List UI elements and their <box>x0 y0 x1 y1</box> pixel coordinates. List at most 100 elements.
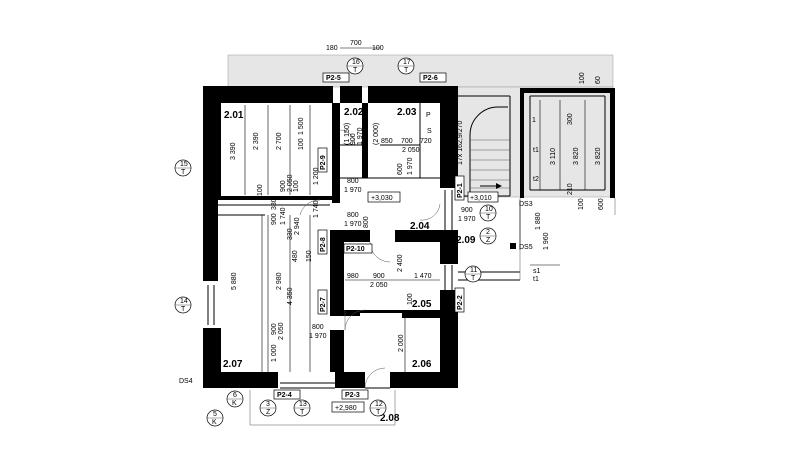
svg-text:800: 800 <box>347 178 359 185</box>
svg-text:11: 11 <box>470 267 477 274</box>
svg-text:720: 720 <box>420 138 432 145</box>
svg-text:3 820: 3 820 <box>573 147 580 165</box>
svg-text:17: 17 <box>403 59 411 66</box>
label-t2: t2 <box>533 176 539 183</box>
svg-text:2 050: 2 050 <box>287 174 294 192</box>
stair <box>469 106 510 196</box>
bubble-11: 11T <box>464 265 482 283</box>
svg-text:600: 600 <box>397 163 404 175</box>
svg-text:800: 800 <box>312 324 324 331</box>
svg-text:1 470: 1 470 <box>414 273 432 280</box>
partition-p2-5: P2-5 <box>326 75 341 82</box>
partition-p2-7: P2-7 <box>320 297 327 312</box>
svg-text:2: 2 <box>486 229 490 236</box>
bubble-15: 15T <box>174 159 192 177</box>
label-ds5: DS5 <box>519 244 533 251</box>
level-marks: +3,030 +3,010 +2,980 <box>331 191 499 413</box>
level-3010: +3,010 <box>470 195 492 202</box>
partition-p2-9: P2-9 <box>320 155 327 170</box>
door-swings <box>299 129 441 389</box>
svg-text:900: 900 <box>280 180 287 192</box>
svg-text:T: T <box>181 306 186 313</box>
svg-text:100: 100 <box>293 180 300 192</box>
svg-text:900: 900 <box>461 207 473 214</box>
svg-text:(2 000): (2 000) <box>373 123 380 145</box>
svg-text:T: T <box>181 169 186 176</box>
svg-text:T: T <box>300 409 305 416</box>
svg-text:T: T <box>376 409 381 416</box>
svg-text:T: T <box>404 67 409 74</box>
svg-text:330: 330 <box>287 228 294 240</box>
svg-text:900: 900 <box>373 273 385 280</box>
svg-text:330: 330 <box>271 198 278 210</box>
svg-text:4 350: 4 350 <box>287 287 294 305</box>
label-t1-bottom: t1 <box>533 276 539 283</box>
svg-text:850: 850 <box>381 138 393 145</box>
svg-text:1 740: 1 740 <box>313 200 320 218</box>
room-2-08: 2.08 <box>380 413 400 424</box>
partition-p2-4: P2-4 <box>277 392 292 399</box>
svg-text:1 740: 1 740 <box>280 207 287 225</box>
svg-text:14: 14 <box>180 298 188 305</box>
svg-text:100: 100 <box>579 72 586 84</box>
bubble-16: 16T <box>346 57 364 75</box>
svg-text:100: 100 <box>578 198 585 210</box>
svg-text:1 880: 1 880 <box>535 212 542 230</box>
svg-text:2 390: 2 390 <box>253 132 260 150</box>
partition-tags: P2-5 P2-6 P2-9 P2-1 P2-8 P2-10 P2-7 P2-2… <box>273 72 465 400</box>
bubble-10: 10T <box>479 204 497 222</box>
svg-text:180: 180 <box>326 45 338 52</box>
label-ds4: DS4 <box>179 378 193 385</box>
bubble-14: 14T <box>174 296 192 314</box>
svg-text:3 820: 3 820 <box>595 147 602 165</box>
level-2980: +2,980 <box>335 405 357 412</box>
svg-text:2 050: 2 050 <box>278 322 285 340</box>
svg-text:480: 480 <box>292 250 299 262</box>
svg-text:Z: Z <box>486 237 491 244</box>
svg-text:100: 100 <box>298 138 305 150</box>
svg-text:900: 900 <box>271 213 278 225</box>
svg-text:5: 5 <box>213 411 217 418</box>
svg-text:5 880: 5 880 <box>231 272 238 290</box>
bubble-12: 12T <box>369 399 387 417</box>
bubble-13: 13T <box>293 399 311 417</box>
svg-text:3 110: 3 110 <box>550 148 557 165</box>
svg-text:900: 900 <box>350 133 357 145</box>
room-2-03: 2.03 <box>397 107 417 118</box>
label-t1-top: t1 <box>533 147 539 154</box>
svg-text:60: 60 <box>595 76 602 84</box>
svg-text:T: T <box>353 67 358 74</box>
svg-text:2 050: 2 050 <box>370 282 388 289</box>
bubble-5: 5K <box>206 409 224 427</box>
svg-text:700: 700 <box>350 40 362 47</box>
svg-text:1 960: 1 960 <box>543 232 550 250</box>
svg-text:16: 16 <box>352 59 360 66</box>
svg-text:T: T <box>471 275 476 282</box>
label-s: S <box>427 128 432 135</box>
svg-text:2 050: 2 050 <box>402 147 420 154</box>
bubble-3: 3Z <box>259 399 277 417</box>
partition-p2-1: P2-1 <box>457 183 464 198</box>
svg-text:600: 600 <box>598 198 605 210</box>
svg-text:1 500: 1 500 <box>298 117 305 135</box>
room-2-07: 2.07 <box>223 359 243 370</box>
label-p: P <box>426 112 431 119</box>
partition-p2-10: P2-10 <box>346 246 365 253</box>
room-2-04: 2.04 <box>410 221 430 232</box>
bubble-17: 17T <box>397 57 415 75</box>
label-s1: s1 <box>533 268 541 275</box>
dimension-lines <box>244 47 586 372</box>
bubble-2: 2Z <box>479 227 497 245</box>
room-2-05: 2.05 <box>412 299 432 310</box>
svg-text:2 980: 2 980 <box>276 272 283 290</box>
svg-text:1 970: 1 970 <box>458 216 476 223</box>
svg-text:100: 100 <box>372 45 384 52</box>
svg-text:1 970: 1 970 <box>344 187 362 194</box>
svg-text:K: K <box>212 419 217 426</box>
svg-text:2 940: 2 940 <box>294 217 301 235</box>
right-terrace-area <box>454 86 614 198</box>
level-3030: +3,030 <box>371 195 393 202</box>
partition-p2-3: P2-3 <box>345 392 360 399</box>
label-stair: 17x 162,9/270 <box>457 121 464 165</box>
svg-text:1 970: 1 970 <box>344 221 362 228</box>
